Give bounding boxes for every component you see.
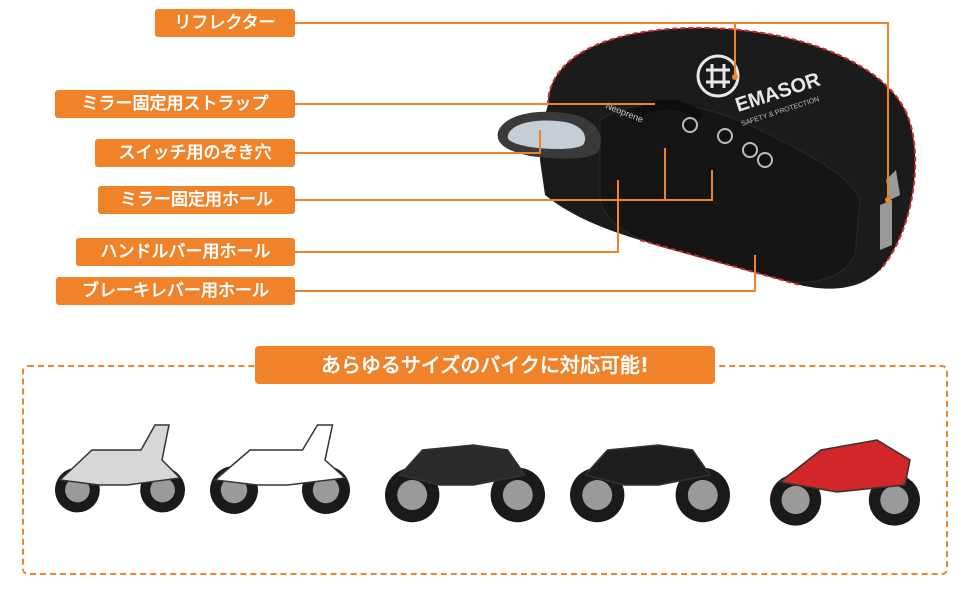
white-red-scooter <box>210 424 350 514</box>
callout-brake-lever-hole: ブレーキレバー用ホール <box>56 277 295 305</box>
cruiser-motorcycle <box>570 444 730 523</box>
leader-lines <box>295 22 889 292</box>
handguard-body <box>497 26 917 289</box>
callout-reflector: リフレクター <box>155 9 295 37</box>
white-scooter <box>55 424 186 513</box>
naked-motorcycle <box>385 444 545 523</box>
callout-mirror-hole: ミラー固定用ホール <box>98 186 295 214</box>
red-sport-motorcycle <box>770 439 921 526</box>
callout-mirror-strap: ミラー固定用ストラップ <box>55 90 295 118</box>
callout-switch-window: スイッチ用のぞき穴 <box>95 139 295 167</box>
compat-title: あらゆるサイズのバイクに対応可能! <box>255 346 715 384</box>
callout-handlebar-hole: ハンドルバー用ホール <box>76 238 295 266</box>
